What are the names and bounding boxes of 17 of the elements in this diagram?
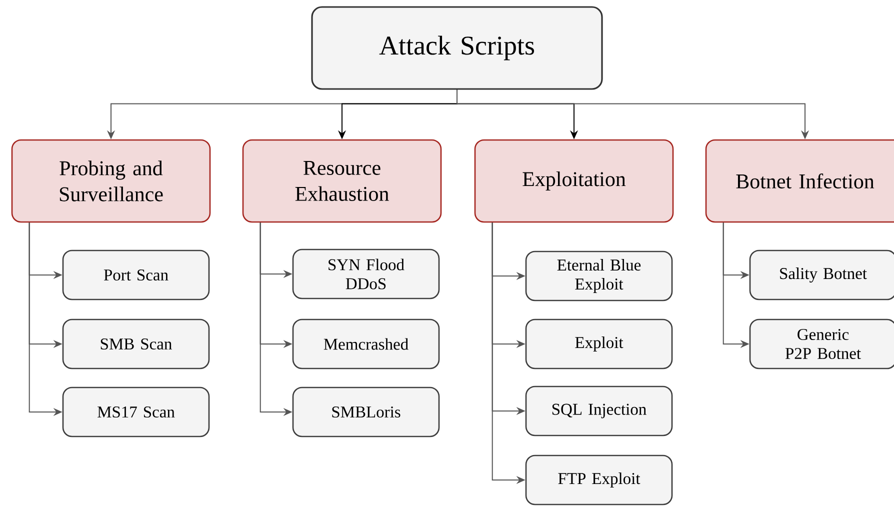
category-box: Exploitation [474,139,674,223]
script-box: SMB Scan [62,318,210,370]
script-box: SQL Injection [525,386,673,436]
script-box: Generic P2P Botnet [749,318,894,370]
script-box: Eternal Blue Exploit [525,250,673,302]
category-box: Botnet Infection [705,139,894,223]
script-box: Port Scan [62,250,210,300]
script-box: Sality Botnet [749,250,894,300]
category-box: Resource Exhaustion [242,139,442,223]
script-box: MS17 Scan [62,386,210,438]
script-box: FTP Exploit [525,454,673,506]
script-box: SYN Flood DDoS [292,248,440,300]
script-box: SMBLoris [292,386,440,438]
script-box: Memcrashed [292,318,440,370]
script-box: Exploit [525,318,673,370]
category-box: Probing and Surveillance [11,139,211,223]
title-box: Attack Scripts [311,6,603,90]
